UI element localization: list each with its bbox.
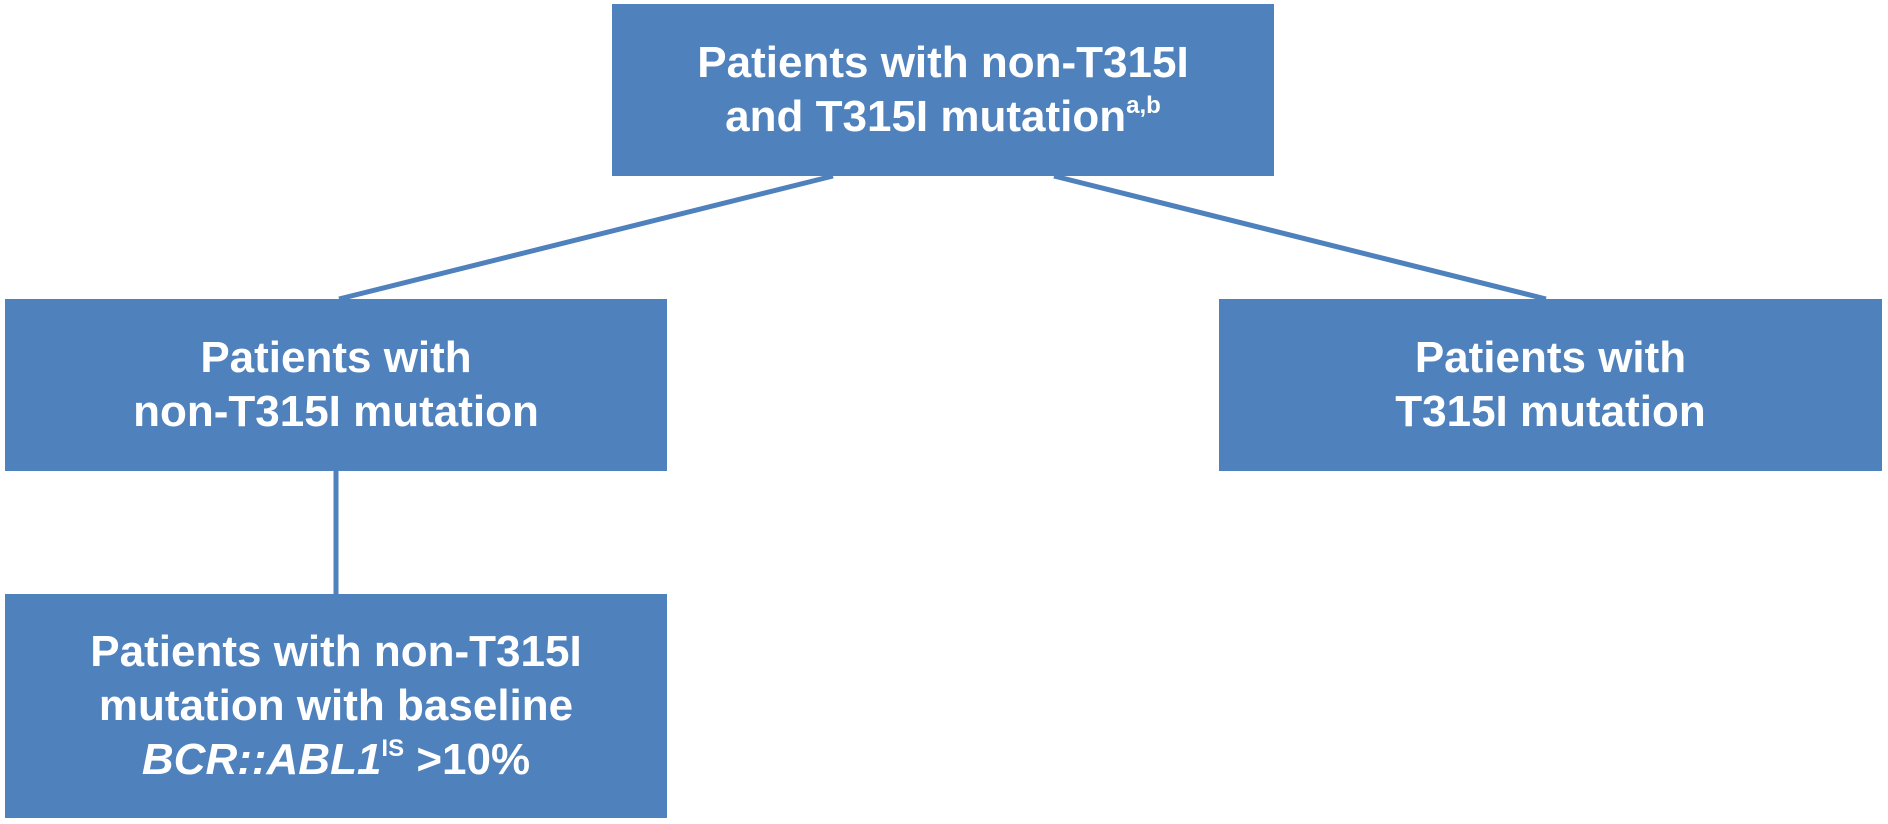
box-right-line1: Patients with	[1414, 333, 1687, 382]
threshold-text: >10%	[404, 735, 531, 784]
box-left-line1: Patients with	[200, 333, 472, 382]
box-bottom-line3: BCR::ABL1IS >10%	[142, 733, 530, 787]
box-bottom-line1: Patients with non-T315I	[90, 627, 582, 676]
footnote-marker-ab: a,b	[1126, 92, 1161, 119]
box-left-line2: non-T315I mutation	[133, 387, 539, 436]
connector-root-to-t315i	[1053, 173, 1547, 302]
box-root-line2-text: and T315I mutation	[725, 92, 1127, 141]
gene-name-bcr-abl1: BCR::ABL1	[141, 735, 382, 784]
box-root-line1: Patients with non-T315I	[697, 38, 1189, 87]
box-root-line2: and T315I mutationa,b	[725, 90, 1161, 144]
connector-root-to-non-t315i	[338, 173, 834, 302]
box-non-t315i-patients: Patients with non-T315I mutation	[5, 299, 667, 471]
box-bottom-line2: mutation with baseline	[98, 681, 574, 730]
box-right-line2: T315I mutation	[1395, 387, 1706, 436]
box-t315i-patients: Patients with T315I mutation	[1219, 299, 1882, 471]
superscript-is: IS	[381, 735, 405, 762]
box-non-t315i-baseline-patients: Patients with non-T315I mutation with ba…	[5, 594, 667, 818]
box-all-mutation-patients: Patients with non-T315I and T315I mutati…	[612, 4, 1274, 176]
